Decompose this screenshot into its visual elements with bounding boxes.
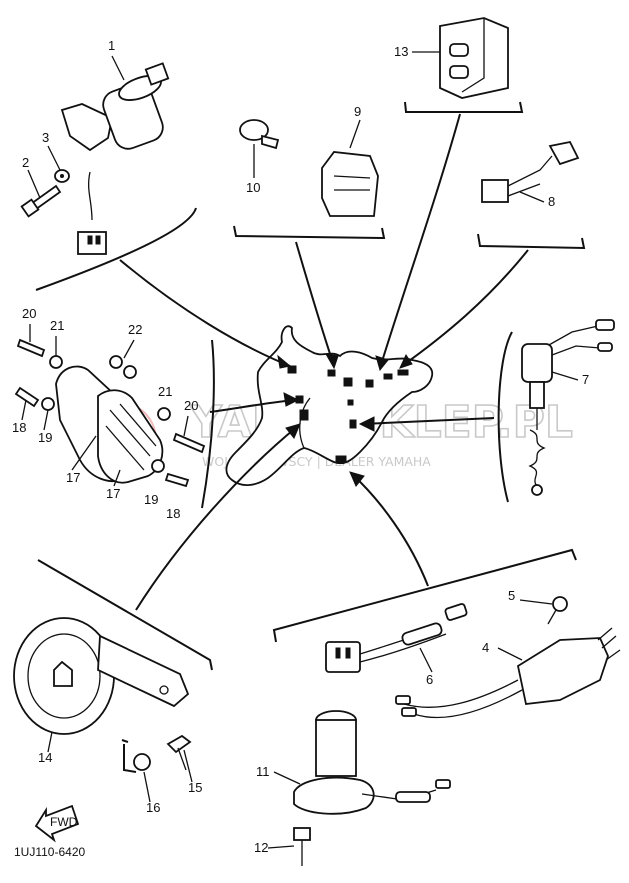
callout-12: 12 <box>254 840 268 855</box>
part-18-bolt-left[interactable] <box>14 386 40 408</box>
part-21-nut-left[interactable] <box>49 355 63 369</box>
callout-6: 6 <box>426 672 433 687</box>
part-12-bolt[interactable] <box>293 827 311 866</box>
part-13-fuse-box[interactable] <box>439 17 509 99</box>
part-16-nut[interactable] <box>133 753 151 771</box>
callout-2: 2 <box>22 155 29 170</box>
callout-13: 13 <box>394 44 408 59</box>
part-6-harness[interactable] <box>325 603 468 673</box>
part-19-washer-right[interactable] <box>151 459 165 473</box>
part-18-bolt-right[interactable] <box>164 472 190 488</box>
callout-7: 7 <box>582 372 589 387</box>
callout-21-left: 21 <box>50 318 64 333</box>
callout-19-left: 19 <box>38 430 52 445</box>
part-21-nut-right[interactable] <box>157 407 171 421</box>
callout-10: 10 <box>246 180 260 195</box>
callout-19-right: 19 <box>144 492 158 507</box>
callout-3: 3 <box>42 130 49 145</box>
leader-arrows <box>119 113 529 611</box>
part-22-screws[interactable] <box>109 355 137 379</box>
callout-22: 22 <box>128 322 142 337</box>
callout-1: 1 <box>108 38 115 53</box>
part-4-brake-switch[interactable] <box>395 627 621 719</box>
diagram-code: 1UJ110-6420 <box>14 845 85 859</box>
callout-20-right: 20 <box>184 398 198 413</box>
callouts: 1 2 3 4 5 6 7 8 9 10 11 12 13 14 15 16 1… <box>12 38 589 855</box>
part-2-bolt[interactable] <box>20 184 62 218</box>
fwd-label: FWD <box>50 815 78 829</box>
part-10-clamp[interactable] <box>239 119 280 150</box>
part-15-bolt[interactable] <box>166 734 192 771</box>
callout-9: 9 <box>354 104 361 119</box>
callout-21-right: 21 <box>158 384 172 399</box>
part-3-washer[interactable] <box>54 169 70 183</box>
fwd-arrow-icon: FWD <box>34 804 80 843</box>
callout-leaders <box>21 51 579 849</box>
part-7-switch[interactable] <box>521 319 615 496</box>
part-20-bolt-left[interactable] <box>16 338 46 358</box>
part-9-relay[interactable] <box>321 151 379 217</box>
callout-8: 8 <box>548 194 555 209</box>
part-17-reflector[interactable] <box>55 365 164 484</box>
callout-18-left: 18 <box>12 420 26 435</box>
part-19-washer-left[interactable] <box>41 397 55 411</box>
part-5-screw[interactable] <box>547 596 568 625</box>
callout-15: 15 <box>188 780 202 795</box>
callout-4: 4 <box>482 640 489 655</box>
callout-11: 11 <box>256 764 270 779</box>
part-1-solenoid[interactable] <box>60 62 170 255</box>
callout-17-right: 17 <box>106 486 120 501</box>
part-20-bolt-right[interactable] <box>172 432 206 454</box>
callout-17-left: 17 <box>66 470 80 485</box>
part-8-connector[interactable] <box>481 140 580 203</box>
callout-5: 5 <box>508 588 515 603</box>
callout-18-right: 18 <box>166 506 180 521</box>
callout-16: 16 <box>146 800 160 815</box>
callout-20-left: 20 <box>22 306 36 321</box>
group-brackets <box>35 101 586 773</box>
part-11-sender[interactable] <box>293 710 451 815</box>
callout-14: 14 <box>38 750 52 765</box>
part-14-horn[interactable] <box>13 617 190 735</box>
